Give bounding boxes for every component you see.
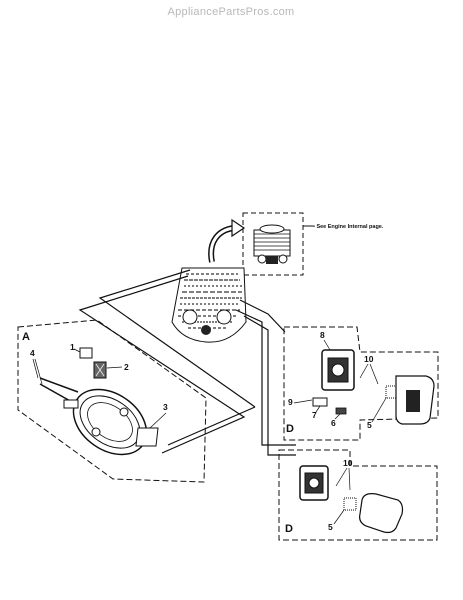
- callout-4: 4: [30, 348, 35, 358]
- muffler-bracket: [63, 399, 79, 409]
- deflector-plate: [79, 347, 93, 359]
- callout-3: 3: [163, 402, 168, 412]
- callout-9: 9: [288, 397, 293, 407]
- group-d-lower-box: D 10 5: [278, 449, 438, 541]
- group-label-d-lower: D: [285, 523, 293, 535]
- engine-internal-box: [242, 212, 304, 276]
- callout-1: 1: [70, 342, 75, 352]
- callout-10-lower: 10: [343, 458, 353, 468]
- carburetor-icon: [321, 349, 355, 391]
- air-filter-cover-icon: [395, 375, 435, 425]
- watermark: AppliancePartsPros.com: [167, 6, 294, 18]
- muffler-gasket: [135, 427, 159, 447]
- connector-outline-d: [235, 299, 296, 456]
- engine-internal-note: • See Engine Internal page.: [313, 224, 384, 230]
- callout-6: 6: [331, 418, 336, 428]
- flow-arrow-icon: [208, 218, 246, 263]
- group-label-d-upper: D: [286, 423, 294, 435]
- air-filter: [343, 497, 357, 511]
- callout-2: 2: [124, 362, 129, 372]
- muffler-screw-lower: [39, 383, 73, 403]
- air-filter-cover-icon: [359, 493, 404, 534]
- group-label-a: A: [22, 331, 30, 343]
- carburetor-icon: [299, 465, 329, 501]
- callout-5-upper: 5: [367, 420, 372, 430]
- group-a-box: A 1 2 3 4: [17, 319, 207, 483]
- group-d-upper-box: D 8 10 9 7 6 5: [283, 326, 439, 441]
- muffler-icon: [72, 388, 148, 456]
- engine-cylinder-icon: [253, 224, 291, 264]
- callout-7: 7: [312, 410, 317, 420]
- muffler-screw-upper: [39, 377, 79, 393]
- callout-8: 8: [320, 330, 325, 340]
- carburetor-screw: [335, 407, 347, 415]
- connector-outline-a: [78, 269, 256, 454]
- engine-block-icon: [171, 267, 247, 343]
- carburetor-adapter: [312, 397, 328, 407]
- callout-5-lower: 5: [328, 522, 333, 532]
- spark-arrestor-screen: [93, 361, 107, 379]
- callout-10-upper: 10: [364, 354, 374, 364]
